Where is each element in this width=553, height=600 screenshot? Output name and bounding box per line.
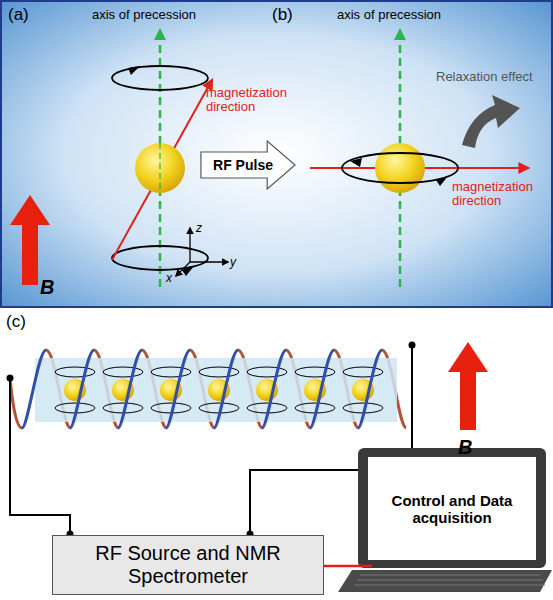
coil-wires (10, 345, 412, 534)
precession-ring (55, 367, 95, 377)
label: x (166, 272, 172, 285)
terminal (409, 342, 416, 349)
node-text: Control and Data acquisition (380, 492, 524, 527)
label: z (196, 222, 202, 235)
winding (310, 350, 334, 428)
precession-ring (343, 367, 383, 377)
node-text: RF Pulse (213, 157, 273, 173)
panel-background (1, 1, 552, 307)
coil-windings-front (22, 350, 382, 428)
label: magnetization direction (452, 180, 547, 209)
coil-windings-back (10, 350, 406, 428)
winding (358, 350, 382, 428)
label: magnetization direction (206, 86, 311, 115)
field-arrow (448, 342, 488, 430)
node-text: RF Source and NMR Spectrometer (61, 542, 315, 588)
terminal (7, 375, 14, 382)
winding (10, 378, 22, 428)
coordinate-axes (176, 228, 228, 276)
spin-row (55, 367, 383, 413)
label: B (40, 276, 54, 298)
winding (214, 350, 238, 428)
label: axis of precession (92, 8, 196, 22)
label: Relaxation effect (436, 70, 533, 84)
label: axis of precession (337, 8, 441, 22)
label: y (230, 256, 236, 269)
precession-a (112, 28, 212, 292)
precession-b (310, 28, 528, 292)
label: (c) (6, 313, 26, 332)
winding (166, 350, 190, 428)
winding (70, 350, 94, 428)
precession-ring (295, 367, 335, 377)
precession-ring (103, 367, 143, 377)
winding (118, 350, 142, 428)
precession-ring (247, 367, 287, 377)
sample-tube (35, 358, 397, 422)
process-box: RF Source and NMR Spectrometer (52, 535, 324, 595)
pulse-arrow: RF Pulse (200, 140, 296, 190)
label: B (458, 436, 472, 458)
precession-ring (199, 367, 239, 377)
winding (262, 350, 286, 428)
data-link (324, 565, 372, 568)
label: (b) (272, 6, 293, 25)
process-box: Control and Data acquisition (372, 462, 532, 556)
winding (22, 350, 46, 428)
label: (a) (8, 6, 29, 25)
field-arrow (10, 195, 50, 285)
precession-ring (151, 367, 191, 377)
block-arrow (201, 141, 295, 189)
laptop (338, 448, 552, 592)
